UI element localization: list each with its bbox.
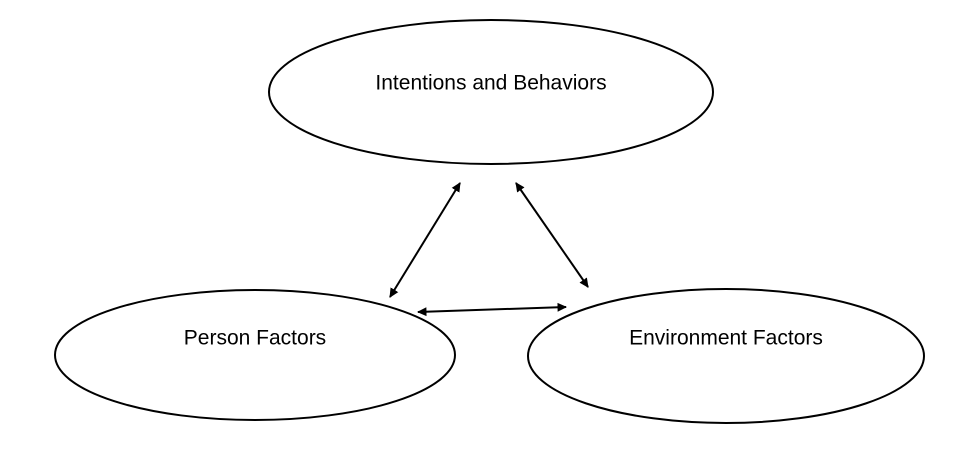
node-intentions-and-behaviors: Intentions and Behaviors (268, 19, 714, 165)
node-environment-factors-shape (527, 288, 925, 424)
node-person-factors-label: Person Factors (184, 327, 326, 350)
node-intentions-and-behaviors-label: Intentions and Behaviors (375, 72, 606, 95)
node-environment-factors-label: Environment Factors (629, 327, 823, 350)
node-intentions-and-behaviors-shape (268, 19, 714, 165)
arrow-person-to-environment (417, 302, 567, 317)
node-person-factors-shape (54, 289, 456, 421)
node-person-factors: Person Factors (54, 289, 456, 421)
arrow-intentions-to-environment (515, 182, 589, 288)
node-environment-factors: Environment Factors (527, 288, 925, 424)
arrow-person-to-intentions (389, 182, 461, 298)
